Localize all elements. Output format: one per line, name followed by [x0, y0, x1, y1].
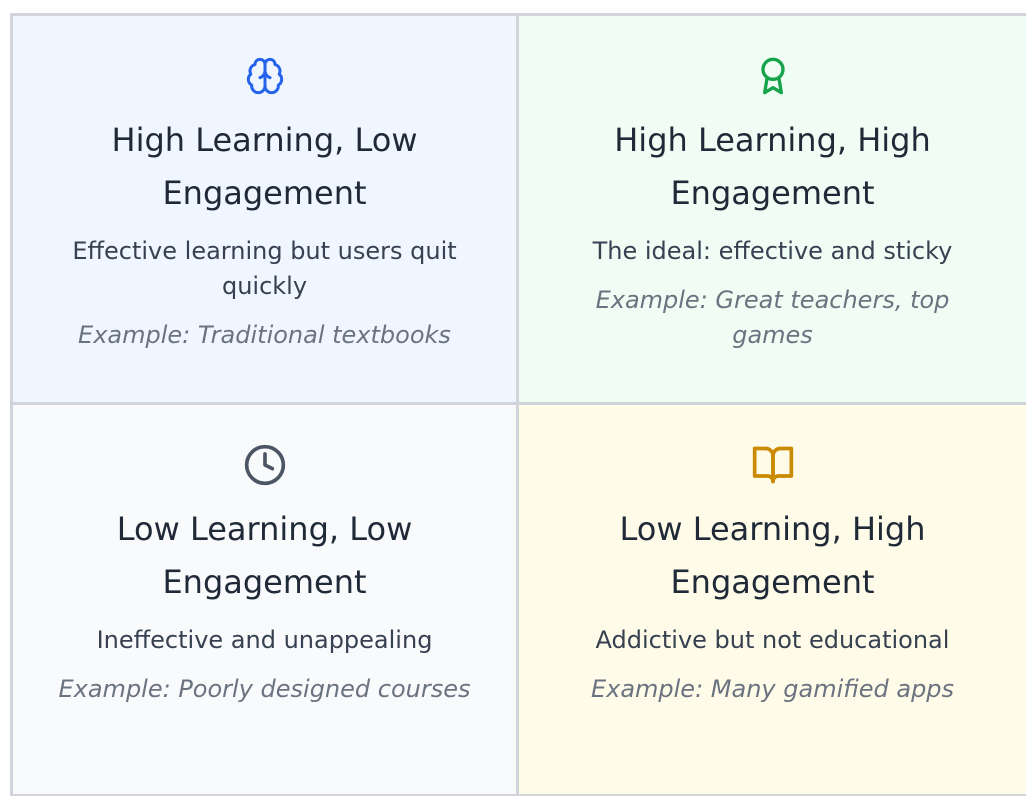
quadrant-low-learning-low-engagement: Low Learning, Low Engagement Ineffective… [13, 405, 516, 794]
learning-engagement-matrix: High Learning, Low Engagement Effective … [10, 13, 1026, 796]
quadrant-high-learning-low-engagement: High Learning, Low Engagement Effective … [13, 16, 516, 402]
quadrant-example: Example: Traditional textbooks [78, 321, 451, 349]
quadrant-example: Example: Poorly designed courses [58, 675, 471, 703]
clock-icon [243, 443, 287, 487]
quadrant-description: Effective learning but users quit quickl… [72, 237, 457, 300]
quadrant-description: Addictive but not educational [595, 626, 950, 654]
quadrant-description: The ideal: effective and sticky [592, 237, 953, 265]
award-icon [751, 54, 795, 98]
quadrant-description: Ineffective and unappealing [96, 626, 433, 654]
quadrant-example: Example: Great teachers, top games [595, 286, 950, 349]
quadrant-title: Low Learning, High Engagement [619, 510, 926, 601]
quadrant-title: High Learning, High Engagement [614, 121, 931, 212]
quadrant-low-learning-high-engagement: Low Learning, High Engagement Addictive … [519, 405, 1026, 794]
quadrant-high-learning-high-engagement: High Learning, High Engagement The ideal… [519, 16, 1026, 402]
brain-icon [243, 54, 287, 98]
quadrant-example: Example: Many gamified apps [590, 675, 955, 703]
quadrant-title: Low Learning, Low Engagement [116, 510, 413, 601]
quadrant-title: High Learning, Low Engagement [111, 121, 418, 212]
book-open-icon [751, 443, 795, 487]
